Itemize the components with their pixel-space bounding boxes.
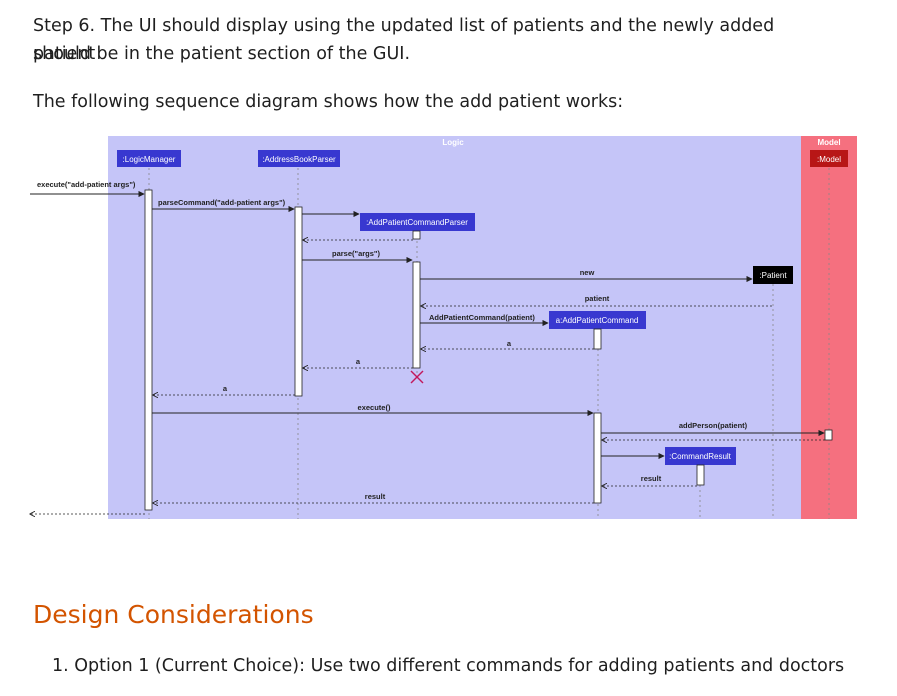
- activation-add-patient-command: [593, 328, 602, 350]
- participant-logic-manager-box: [117, 150, 181, 167]
- msg-constructor: AddPatientCommand(patient): [429, 313, 535, 322]
- msg-execute-args: execute("add-patient args"): [37, 180, 136, 189]
- destroy-marker-icon: [410, 370, 424, 384]
- activation-add-patient-command-2: [593, 412, 602, 504]
- activation-address-book-parser: [294, 206, 303, 397]
- participant-command-result: :CommandResult: [669, 452, 732, 461]
- participant-add-patient-command-box: [549, 311, 646, 329]
- msg-patient-return: patient: [585, 294, 610, 303]
- participant-add-patient-command-parser-box: [360, 213, 475, 231]
- participant-add-patient-command-parser: :AddPatientCommandParser: [366, 218, 468, 227]
- msg-result-2: result: [365, 492, 386, 501]
- activation-add-patient-command-parser: [412, 230, 421, 240]
- participant-logic-manager: :LogicManager: [123, 155, 176, 164]
- msg-a-return-3: a: [223, 384, 228, 393]
- logic-frame-label: Logic: [442, 138, 464, 147]
- participant-command-result-box: [665, 447, 736, 465]
- participant-patient: :Patient: [759, 271, 787, 280]
- activation-logic-manager: [144, 189, 153, 511]
- msg-result-1: result: [641, 474, 662, 483]
- option-1-item: 1. Option 1 (Current Choice): Use two di…: [52, 656, 845, 676]
- activation-model: [824, 429, 833, 441]
- participant-address-book-parser: :AddressBookParser: [262, 155, 336, 164]
- msg-a-return-2: a: [356, 357, 361, 366]
- activation-add-patient-command-parser-2: [412, 261, 421, 369]
- participant-model: :Model: [817, 155, 841, 164]
- participant-add-patient-command: a:AddPatientCommand: [556, 316, 639, 325]
- step6-line-2: should be in the patient section of the …: [33, 44, 411, 64]
- step6-line-1: Step 6. The UI should display using the …: [33, 16, 775, 64]
- msg-new: new: [580, 268, 595, 277]
- msg-a-return-1: a: [507, 339, 512, 348]
- section-heading: Design Considerations: [33, 600, 314, 629]
- model-frame-label: Model: [817, 138, 840, 147]
- participant-patient-box: [753, 266, 793, 284]
- msg-parse-args: parse("args"): [332, 249, 380, 258]
- activation-command-result: [696, 464, 705, 486]
- participant-address-book-parser-box: [258, 150, 340, 167]
- msg-parse-command: parseCommand("add-patient args"): [158, 198, 286, 207]
- participant-model-box: [810, 150, 848, 167]
- msg-execute: execute(): [358, 403, 391, 412]
- intro-paragraph: The following sequence diagram shows how…: [33, 92, 624, 112]
- msg-add-person: addPerson(patient): [679, 421, 748, 430]
